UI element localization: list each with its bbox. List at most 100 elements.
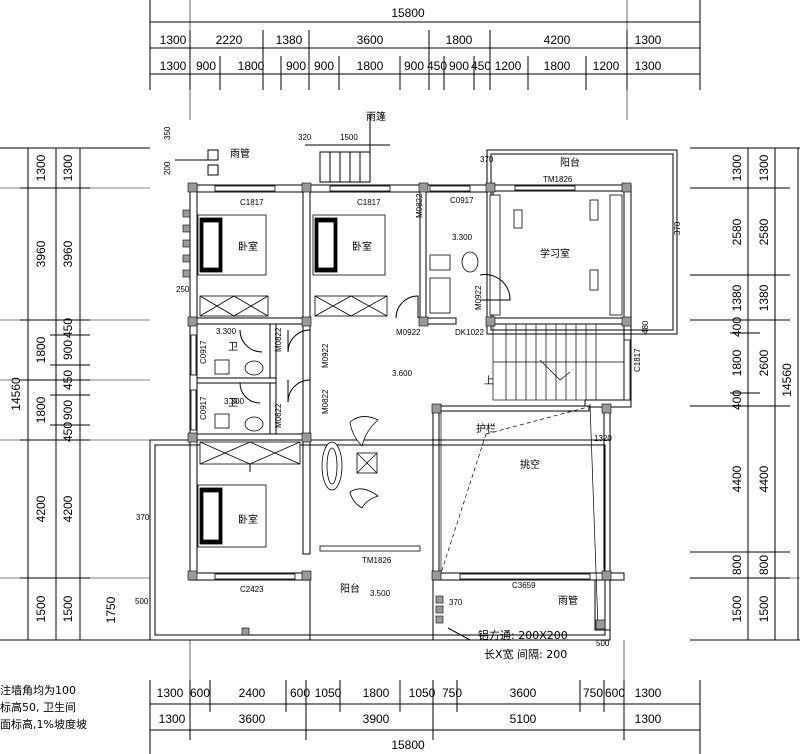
dim-top2-4: 900 [314, 59, 334, 73]
dim-1500: 1500 [340, 133, 358, 142]
dim-left-total: 14560 [9, 377, 23, 411]
elev-3300-b: 3.300 [216, 327, 237, 336]
dim-370-b: 370 [673, 221, 682, 235]
dim-overall-bottom: 15800 [391, 738, 425, 752]
grille-spec-line-2: 长X宽 间隔: 200 [484, 647, 567, 661]
code-m0922-c: M0922 [321, 343, 330, 368]
dim-top1-2: 1380 [276, 33, 303, 47]
code-m0822-a: M0822 [415, 193, 424, 218]
dim-bot1-7: 750 [442, 686, 462, 700]
top-dimensions: 15800 1300 2220 1380 3600 1800 4200 1300… [149, 0, 701, 90]
elev-3300-c: 3.300 [224, 397, 245, 406]
dim-top1-0: 1300 [160, 33, 187, 47]
room-bedroom-3: 卧室 [238, 513, 258, 526]
code-dk1022: DK1022 [455, 328, 484, 337]
dim-top2-2: 1800 [238, 59, 265, 73]
dim-right2-5: 800 [757, 555, 771, 575]
dim-left2-c: 4200 [61, 495, 75, 522]
code-c1817-a: C1817 [240, 198, 264, 207]
dim-bot1-9: 750 [583, 686, 603, 700]
dim-top1-4: 1800 [446, 33, 473, 47]
dim-right-7: 800 [730, 555, 744, 575]
room-wc-2: 卫 [228, 398, 238, 409]
dim-right2-2: 1380 [757, 284, 771, 311]
beds [197, 214, 386, 548]
dim-top2-10: 1200 [495, 59, 522, 73]
dim-top2-6: 900 [404, 59, 424, 73]
dim-top2-13: 1300 [635, 59, 662, 73]
notes: 注墙角均为100 标高50, 卫生间 面标高,1%坡度坡 [0, 683, 87, 731]
axis-lines [0, 0, 800, 680]
dim-top1-1: 2220 [216, 33, 243, 47]
dim-left-4: 4200 [34, 495, 48, 522]
label-rain-pipe-bottom: 雨管 [558, 594, 578, 607]
dim-left2-b: 3960 [61, 240, 75, 267]
dim-overall-top: 15800 [391, 6, 425, 20]
dim-1750: 1750 [104, 596, 118, 623]
note-line-3: 面标高,1%坡度坡 [0, 717, 87, 731]
dim-right2-6: 1500 [757, 595, 771, 622]
dim-right2-4: 4400 [757, 465, 771, 492]
elev-3600: 3.600 [392, 369, 413, 378]
dim-top2-7: 450 [427, 59, 447, 73]
elevations: 3.300 3.300 3.300 3.600 3.500 [216, 233, 473, 598]
dim-right-0: 1300 [730, 154, 744, 181]
elev-3300-a: 3.300 [452, 233, 473, 242]
windows [190, 185, 631, 580]
dim-370-d: 370 [449, 598, 463, 607]
dim-250: 250 [176, 285, 190, 294]
dim-bot1-1: 600 [190, 686, 210, 700]
room-balcony-top: 阳台 [560, 156, 580, 169]
code-tm1826-a: TM1826 [543, 175, 573, 184]
label-canopy: 雨篷 [366, 110, 386, 123]
code-c0917-a: C0917 [450, 196, 474, 205]
room-balcony-bottom: 阳台 [340, 582, 360, 595]
dim-370-a: 370 [480, 155, 494, 164]
code-c1817-c: C1817 [633, 348, 642, 372]
dim-bot1-0: 1300 [157, 686, 184, 700]
dim-bot1-4: 1050 [315, 686, 342, 700]
dim-right-8: 1500 [730, 595, 744, 622]
void-cross [440, 406, 589, 574]
code-c0917-c: C0917 [199, 396, 208, 420]
dim-left2-d: 1500 [61, 595, 75, 622]
dim-1320: 1320 [594, 434, 612, 443]
dim-top2-3: 900 [286, 59, 306, 73]
dim-right2-3: 2600 [757, 349, 771, 376]
dim-top1-5: 4200 [544, 33, 571, 47]
dim-bot2-3: 5100 [510, 712, 537, 726]
staircase [492, 323, 625, 401]
dim-right2-1: 2580 [757, 218, 771, 245]
grille-legend: 铝方通: 200X200 长X宽 间隔: 200 [447, 627, 568, 661]
dim-left-5: 1500 [34, 595, 48, 622]
dim-top2-1: 900 [196, 59, 216, 73]
dim-top2-0: 1300 [160, 59, 187, 73]
dim-320: 320 [298, 133, 312, 142]
room-study: 学习室 [540, 247, 570, 260]
dim-left2-4: 450 [61, 422, 75, 442]
note-line-1: 注墙角均为100 [0, 683, 76, 697]
code-c3659: C3659 [512, 581, 536, 590]
room-void: 挑空 [520, 458, 540, 471]
dim-right2-0: 1300 [757, 154, 771, 181]
dim-left2-1: 900 [61, 340, 75, 360]
right-dimensions: 1300 2580 1380 400 1800 400 4400 800 150… [690, 147, 800, 641]
code-m0822-c: M0822 [321, 389, 330, 414]
label-railing: 护栏 [476, 422, 496, 435]
columns [182, 182, 632, 636]
dim-bot1-5: 1800 [363, 686, 390, 700]
dim-bot2-4: 1300 [635, 712, 662, 726]
dim-top2-12: 1200 [593, 59, 620, 73]
dim-right-total: 14560 [780, 363, 794, 397]
code-m0922-a: M0922 [396, 328, 421, 337]
dim-bot1-6: 1050 [409, 686, 436, 700]
bottom-dimensions: 1300 600 2400 600 1050 1800 1050 750 360… [149, 680, 701, 754]
room-bedroom-2: 卧室 [352, 240, 372, 253]
dim-bot2-2: 3900 [363, 712, 390, 726]
dim-left-1: 3960 [34, 240, 48, 267]
room-labels: 卧室 卧室 卧室 学习室 阳台 阳台 挑空 护栏 雨篷 雨管 雨管 卫 卫 [228, 110, 580, 607]
code-tm1826-b: TM1826 [362, 556, 392, 565]
dim-top2-5: 1800 [357, 59, 384, 73]
dim-bot1-2: 2400 [239, 686, 266, 700]
code-c0917-b: C0917 [199, 340, 208, 364]
